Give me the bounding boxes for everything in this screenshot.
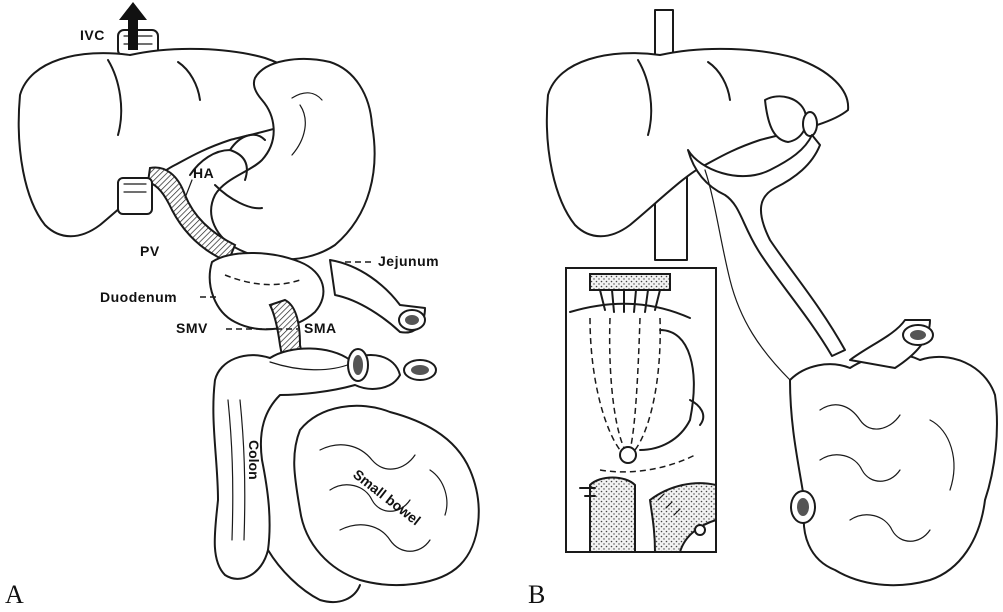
label-smv: SMV xyxy=(176,320,208,336)
panel-b-drawing xyxy=(547,10,997,585)
bowel-b xyxy=(790,355,997,585)
panel-letter-b: B xyxy=(528,580,545,610)
label-duodenum: Duodenum xyxy=(100,289,177,305)
label-colon: Colon xyxy=(246,440,262,480)
label-ivc: IVC xyxy=(80,27,105,43)
label-jejunum: Jejunum xyxy=(378,253,439,269)
liver-b xyxy=(547,49,848,236)
label-ha: HA xyxy=(193,165,214,181)
duodenum xyxy=(210,253,324,329)
panel-letter-a: A xyxy=(5,580,24,610)
inset-vessel-left xyxy=(590,478,635,553)
label-pv: PV xyxy=(140,243,160,259)
label-sma: SMA xyxy=(304,320,337,336)
